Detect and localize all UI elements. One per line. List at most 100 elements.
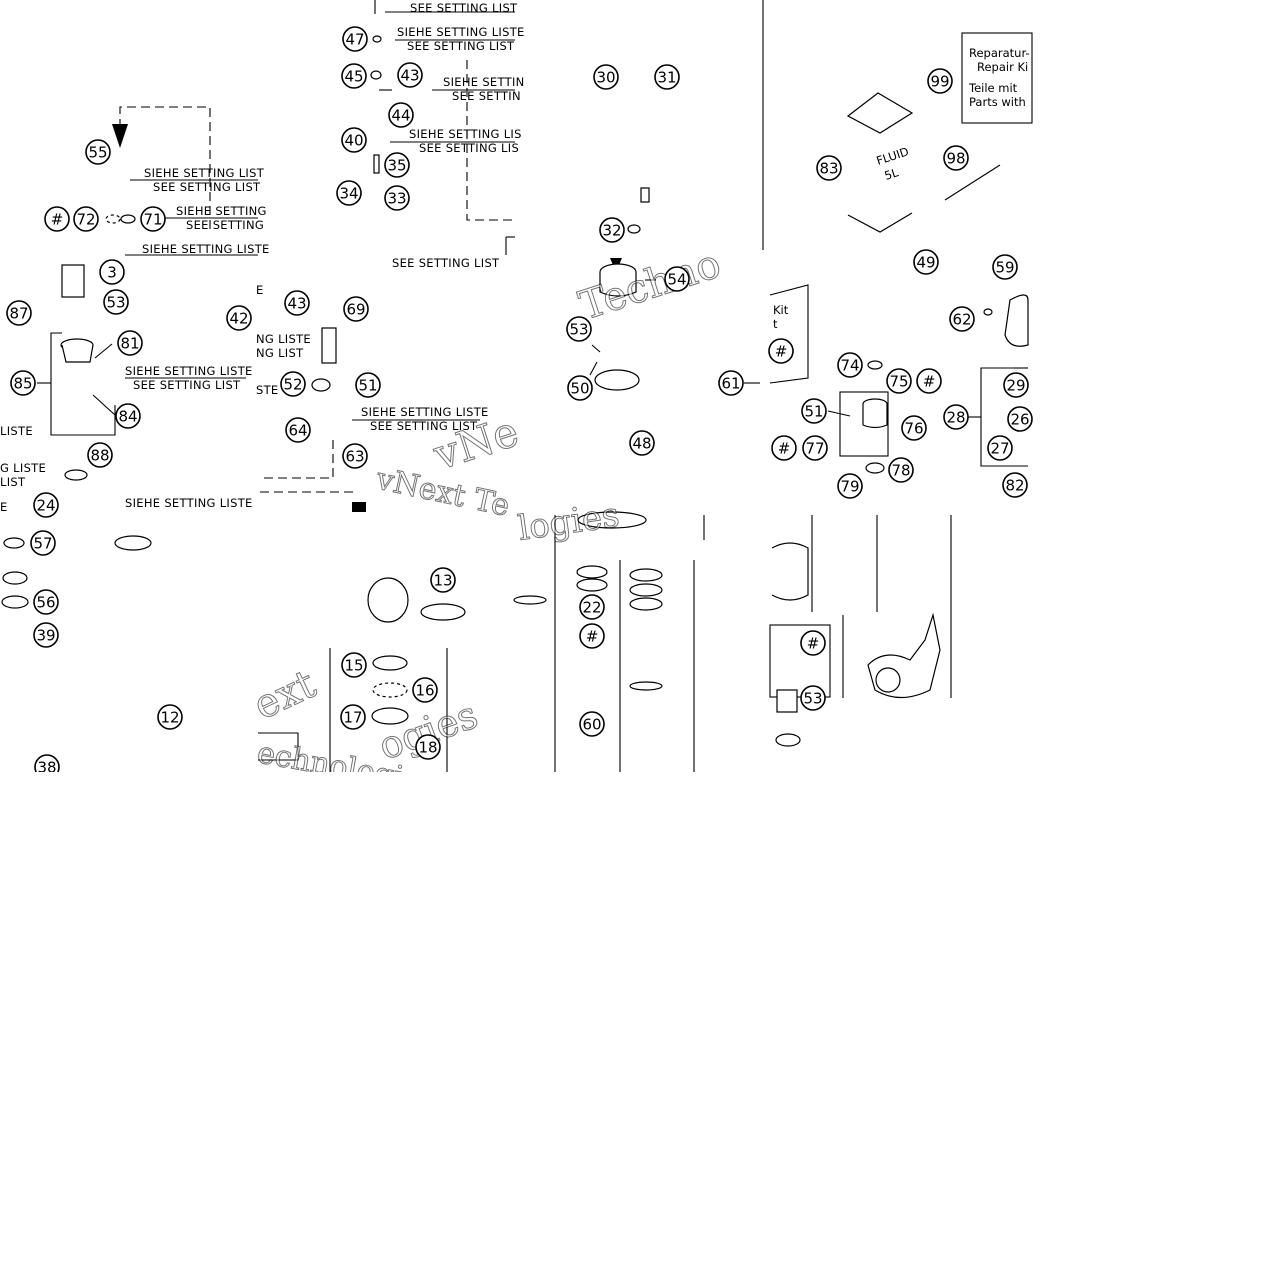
part-ring-88 [64,469,88,481]
callout-number: 26 [1010,411,1029,429]
note-text: STE [256,383,279,397]
callout-84: 84 [115,403,141,429]
callout-64: 64 [285,417,311,443]
part-bushing [2,571,28,585]
callout-circle [343,296,369,322]
callout-59: 59 [992,254,1018,280]
part-spring-35 [373,154,380,174]
callout-71: 71 [140,206,166,232]
blank-area [0,772,1285,1285]
callout-63: 63 [342,443,368,469]
callout-circle [99,259,125,285]
callout-75: 75 [886,368,912,394]
part-53-lower [776,689,798,713]
callout-number: 61 [721,375,740,393]
callout-number: 53 [106,294,125,312]
callout-17: 17 [340,704,366,730]
callout-78: 78 [888,457,914,483]
note-text: SEE SETTIN [452,89,521,103]
callout-circle [579,623,605,649]
group-bracket-85 [50,332,116,436]
callout-number: 28 [946,409,965,427]
callout-26: 26 [1007,406,1033,432]
callout-44: 44 [388,102,414,128]
callout-number: 84 [118,408,137,426]
callout-circle [927,68,953,94]
note-text: SIEHE SETTING LISTE [361,405,489,419]
part-manual-3 [61,264,85,298]
callout-circle [837,352,863,378]
part-62 [983,308,993,316]
repair-kit-line: Parts with [969,95,1026,109]
callout-circle [30,530,56,556]
fluid-label: FLUID [875,144,911,168]
callout-number: 77 [805,440,824,458]
callout-circle [33,492,59,518]
callout-number: 85 [13,375,32,393]
callout-12: 12 [157,704,183,730]
callout-circle [87,442,113,468]
callout-circle [341,63,367,89]
part-16 [372,682,408,698]
group-bracket-small [258,732,299,761]
callout-number: 87 [9,305,28,323]
callout-62: 62 [949,306,975,332]
part-30-pin [640,187,650,203]
part-22-ring [576,565,608,579]
callout-76: 76 [901,415,927,441]
part-housing [771,542,809,601]
callout-number: 15 [344,657,363,675]
callout-48: 48 [629,430,655,456]
callout-circle [992,254,1018,280]
part-ring-edge [513,595,547,605]
callout-number: 81 [120,335,139,353]
callout-circle [664,266,690,292]
callout-number: 51 [358,377,377,395]
callout-57: 57 [30,530,56,556]
callout-circle [718,370,744,396]
callout-circle [388,102,414,128]
callout-number: 71 [143,211,162,229]
callout-number: 50 [570,380,589,398]
callout-51: 51 [801,398,827,424]
part-54 [599,272,637,297]
assembly-guide [262,440,334,479]
part-15 [372,655,408,671]
callout-42: 42 [226,305,252,331]
callout-circle [888,457,914,483]
callout-circle [412,677,438,703]
part-cylinder-top [577,511,647,529]
callout-number: 13 [433,572,452,590]
part-reservoir-cap [875,667,901,693]
callout-number: 55 [88,144,107,162]
callout-hash: # [768,338,794,364]
callout-number: 59 [995,259,1014,277]
note-text: SIEHE SETTING LISTE [125,496,253,510]
callout-number: 52 [283,376,302,394]
part-78 [865,462,885,474]
callout-33: 33 [384,185,410,211]
callout-number: 22 [582,599,601,617]
part-damper-body [61,344,94,363]
callout-60: 60 [579,711,605,737]
callout-circle [226,305,252,331]
callout-53: 53 [566,316,592,342]
callout-88: 88 [87,442,113,468]
callout-81: 81 [117,330,143,356]
callout-53: 53 [800,685,826,711]
note-text: G LISTE [0,461,46,475]
callout-circle [6,300,32,326]
callout-number: 53 [803,690,822,708]
callout-number: 40 [344,132,363,150]
note-text: SIEHE SETTING LIS [409,127,522,141]
callout-number: 44 [391,107,410,125]
note-text: LIST [0,475,26,489]
callout-79: 79 [837,473,863,499]
callout-number: # [51,211,64,229]
part-piston [629,568,663,582]
callout-34: 34 [336,180,362,206]
note-text: LISTE [0,424,33,438]
callout-30: 30 [593,64,619,90]
